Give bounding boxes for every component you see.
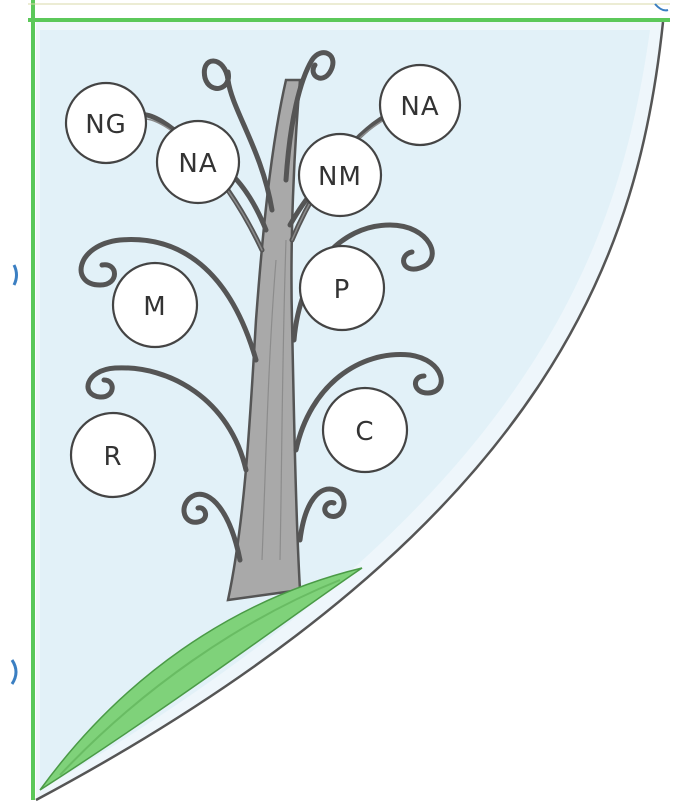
edge-mark-bottom [12,660,16,684]
node-label-na-top-right: NA [400,92,439,122]
node-label-p: P [334,275,351,305]
node-label-nm: NM [318,162,362,192]
node-label-c: C [355,417,374,447]
node-label-m: M [143,292,166,322]
edge-mark-top [14,265,17,285]
node-label-ng: NG [85,110,127,140]
node-label-r: R [103,442,122,472]
node-label-na-inner-left: NA [178,149,217,179]
corner-mark [655,4,668,10]
